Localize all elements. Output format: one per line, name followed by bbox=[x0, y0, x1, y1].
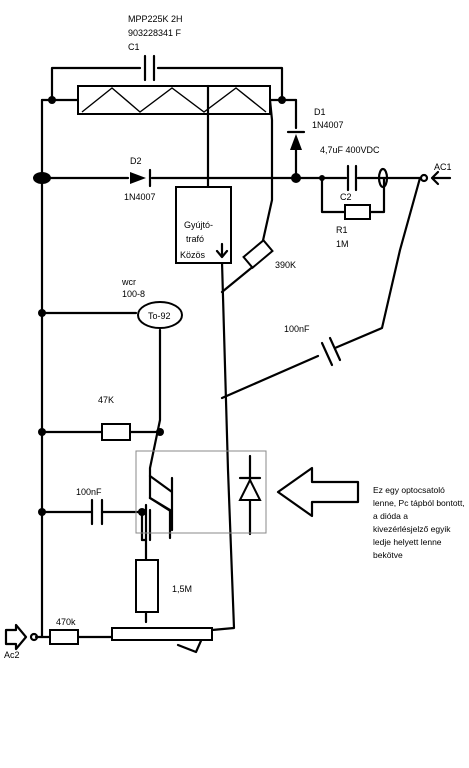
c1-capacitor bbox=[143, 54, 156, 82]
ac1-label: AC1 bbox=[434, 162, 452, 172]
r1-branch-wire bbox=[320, 176, 386, 214]
d1-diode bbox=[290, 134, 302, 150]
r390k-resistor bbox=[242, 238, 274, 270]
cap100nf-right-capacitor bbox=[320, 336, 342, 367]
transformer-common-wire bbox=[210, 260, 236, 632]
r390k-label: 390K bbox=[275, 260, 296, 270]
junction-dot bbox=[278, 96, 286, 104]
c2-label: C2 bbox=[340, 192, 352, 202]
transformer-label-line1: Gyújtó- bbox=[184, 220, 213, 230]
cap100nf-left-label: 100nF bbox=[76, 487, 102, 497]
ac2-label: Ac2 bbox=[4, 650, 20, 660]
cap100nf-left-capacitor bbox=[90, 498, 104, 526]
transformer-common-label: Közös bbox=[180, 250, 206, 260]
junction-dot bbox=[38, 309, 46, 317]
ac2-terminal bbox=[29, 632, 39, 642]
r15m-resistor bbox=[135, 559, 159, 613]
junction-dot bbox=[156, 428, 164, 436]
c1-element bbox=[77, 85, 271, 115]
optocoupler-box bbox=[135, 450, 267, 534]
d2-label: D2 bbox=[130, 156, 142, 166]
ac1-coupling bbox=[377, 167, 389, 189]
c1-element-zigzag bbox=[81, 87, 267, 113]
transformer-arrow-icon bbox=[215, 242, 229, 259]
c1-label: C1 bbox=[128, 42, 140, 52]
wcr-label-line1: wcr bbox=[121, 277, 136, 287]
d2-diode bbox=[130, 172, 146, 184]
wcr-to92-element bbox=[137, 301, 183, 329]
junction-dot bbox=[319, 175, 325, 181]
d1-part-label: 1N4007 bbox=[312, 120, 344, 130]
optocoupler-note: Ez egy optocsatoló lenne, Pc tápból bont… bbox=[373, 485, 465, 560]
phototransistor bbox=[148, 474, 174, 532]
r470k-resistor bbox=[49, 629, 79, 645]
c1-top-loop-wire bbox=[50, 66, 284, 102]
r15m-label: 1,5M bbox=[172, 584, 192, 594]
to92-label: To-92 bbox=[148, 311, 171, 321]
d1-label: D1 bbox=[314, 107, 326, 117]
c2-value-label: 4,7uF 400VDC bbox=[320, 145, 380, 155]
ac1-arrow-icon bbox=[430, 170, 452, 186]
cap100nf-right-label: 100nF bbox=[284, 324, 310, 334]
junction-dot bbox=[38, 428, 46, 436]
junction-dot bbox=[38, 508, 46, 516]
wcr-wire bbox=[40, 311, 162, 500]
cap100nf-diagonal-wire bbox=[220, 176, 422, 400]
c1-code-label: 903228341 F bbox=[128, 28, 182, 38]
junction-dot bbox=[291, 173, 301, 183]
c2-capacitor bbox=[346, 164, 358, 192]
r1-value-label: 1M bbox=[336, 239, 349, 249]
transformer-label-line2: trafó bbox=[186, 234, 204, 244]
d2-part-label: 1N4007 bbox=[124, 192, 156, 202]
ac1-terminal bbox=[419, 173, 429, 183]
r47k-resistor bbox=[101, 423, 131, 441]
r1-resistor bbox=[344, 204, 371, 220]
opto-diode bbox=[238, 477, 262, 501]
junction-dot bbox=[138, 508, 146, 516]
r470k-label: 470k bbox=[56, 617, 76, 627]
c1-part-label: MPP225K 2H bbox=[128, 14, 183, 24]
ac2-arrow-icon bbox=[4, 623, 28, 651]
junction-dot bbox=[33, 172, 51, 184]
big-arrow-icon bbox=[276, 466, 360, 518]
r47k-label: 47K bbox=[98, 395, 114, 405]
wcr-label-line2: 100-8 bbox=[122, 289, 145, 299]
r1-label: R1 bbox=[336, 225, 348, 235]
potentiometer bbox=[111, 627, 213, 641]
junction-dot bbox=[48, 96, 56, 104]
